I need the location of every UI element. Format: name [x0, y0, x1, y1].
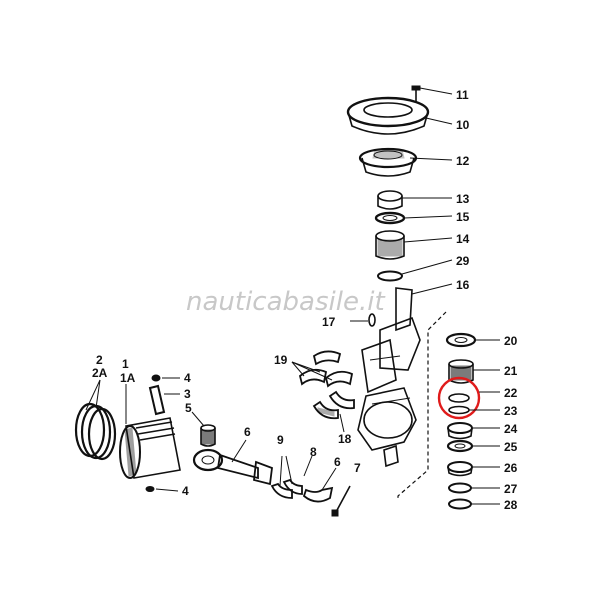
bearing-halves-part-9 [270, 478, 303, 499]
callout-19: 19 [274, 353, 288, 367]
screw-part-7 [331, 485, 351, 517]
callout-16: 16 [456, 278, 470, 292]
bearing-halves-part-18 [312, 390, 355, 420]
wrist-pin-part-3 [148, 384, 166, 416]
callout-1A: 1A [120, 371, 136, 385]
callout-8: 8 [310, 445, 317, 459]
callout-3: 3 [184, 387, 191, 401]
washer-part-28 [448, 498, 472, 510]
bearing-halves-part-19 [298, 350, 354, 388]
callout-6-cap: 6 [334, 455, 341, 469]
roller-bearing-part-14 [375, 230, 405, 260]
callout-14: 14 [456, 232, 470, 246]
o-ring-part-29 [377, 270, 403, 282]
bushing-part-13 [377, 190, 403, 210]
washer-part-20 [445, 332, 477, 348]
callout-25: 25 [504, 440, 518, 454]
callout-labels: 11 10 12 13 15 14 29 16 17 20 21 22 23 2… [92, 88, 518, 512]
callout-2A: 2A [92, 366, 108, 380]
screw-part-11 [411, 85, 421, 102]
callout-26: 26 [504, 461, 518, 475]
washer-part-15 [374, 211, 406, 225]
needle-cage-part-5 [200, 424, 216, 447]
seal-plate-part-10 [346, 96, 430, 135]
callout-12: 12 [456, 154, 470, 168]
callout-23: 23 [504, 404, 518, 418]
alignment-dash-right [397, 311, 447, 500]
callout-6-rod: 6 [244, 425, 251, 439]
callout-4-bottom: 4 [182, 484, 189, 498]
highlight-ring-part-22 [437, 376, 481, 420]
washer-part-27 [448, 482, 472, 494]
clip-part-4-bottom [145, 486, 155, 492]
callout-18: 18 [338, 432, 352, 446]
piston-part-1 [119, 417, 181, 479]
callout-24: 24 [504, 422, 518, 436]
bearing-cage-part-12 [358, 147, 418, 177]
callout-11: 11 [456, 88, 469, 102]
callout-27: 27 [504, 482, 518, 496]
rod-cap-part-6 [302, 486, 334, 503]
bearing-part-24 [447, 422, 473, 440]
callout-4-top: 4 [184, 371, 191, 385]
washer-part-26 [447, 461, 473, 477]
callout-9: 9 [277, 433, 284, 447]
callout-2: 2 [96, 353, 103, 367]
ring-part-23 [448, 405, 470, 415]
ring-part-22 [448, 393, 470, 403]
callout-7: 7 [354, 461, 361, 475]
callout-10: 10 [456, 118, 470, 132]
clip-part-4-top [151, 374, 161, 382]
leader-lines [85, 87, 500, 505]
callout-22: 22 [504, 386, 518, 400]
callout-17: 17 [322, 315, 336, 329]
callout-29: 29 [456, 254, 470, 268]
piston-rings-part-2 [74, 402, 117, 461]
crankshaft [357, 287, 421, 468]
washer-part-25 [446, 439, 474, 453]
watermark-text: nauticabasile.it [186, 287, 385, 317]
callout-20: 20 [504, 334, 518, 348]
connecting-rod-part-6 [192, 448, 273, 486]
callout-13: 13 [456, 192, 470, 206]
callout-21: 21 [504, 364, 518, 378]
callout-15: 15 [456, 210, 470, 224]
callout-5: 5 [185, 401, 192, 415]
callout-1: 1 [122, 357, 129, 371]
pin-part-17 [368, 313, 376, 327]
callout-28: 28 [504, 498, 518, 512]
